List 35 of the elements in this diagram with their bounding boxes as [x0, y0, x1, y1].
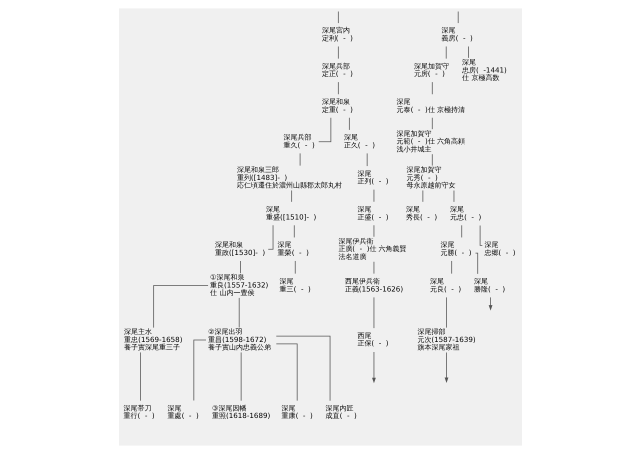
connector: [479, 225, 482, 246]
connector: [299, 153, 300, 166]
arrow: [444, 352, 448, 383]
connector: [348, 117, 350, 130]
connector: [450, 260, 452, 274]
connector: [275, 336, 330, 402]
connector: [366, 153, 368, 166]
connector: [337, 11, 338, 24]
connector: [373, 261, 374, 274]
connector: [373, 189, 374, 202]
connector: [240, 352, 242, 402]
connector: [152, 285, 208, 328]
connector: [293, 224, 294, 238]
connector: [431, 82, 432, 95]
connector: [373, 224, 374, 238]
connector: [431, 117, 432, 130]
connector: [337, 46, 338, 59]
connector: [445, 46, 446, 59]
connector: [337, 82, 338, 95]
connector: [294, 260, 296, 274]
connector: [373, 296, 374, 329]
connector: [192, 340, 206, 401]
connector: [290, 190, 292, 202]
connector: [474, 252, 478, 274]
connector: [422, 190, 423, 202]
connector: [275, 343, 298, 401]
connector: [238, 298, 240, 328]
arrow: [488, 296, 492, 311]
connector: [431, 154, 432, 166]
connector: [460, 224, 462, 238]
connector: [318, 117, 331, 142]
arrow: [372, 352, 376, 384]
connector: [267, 224, 273, 250]
connector: [457, 11, 458, 24]
connector: [453, 190, 454, 202]
